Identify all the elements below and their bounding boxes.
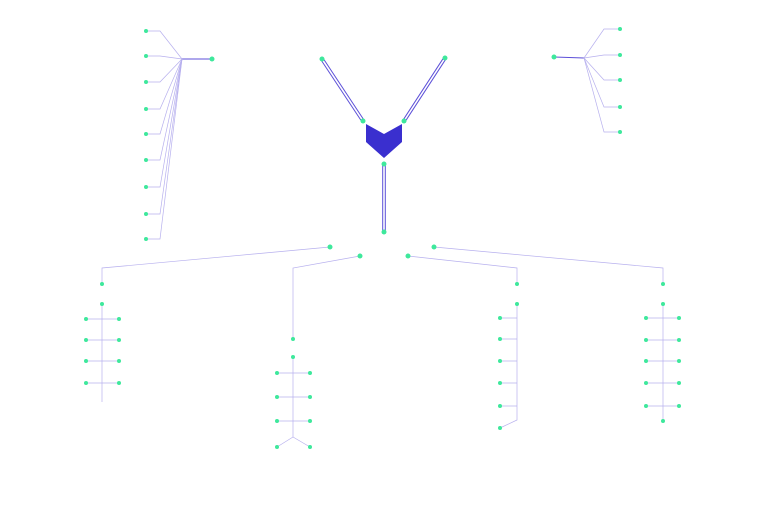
hub-left-port (360, 118, 366, 124)
fan-left-edge (146, 58, 183, 83)
fan-right-leaf-node (618, 105, 622, 109)
hub-bottom-port (381, 161, 387, 167)
ladder-far-right-rung-node (644, 359, 648, 363)
hub-link-left (320, 59, 363, 122)
hub-link-left (322, 58, 365, 121)
fan-left-leaf-node (144, 80, 148, 84)
diagram-edges (86, 28, 679, 448)
ladder-far-right-rung-node (644, 316, 648, 320)
fork-node-right-outer (431, 244, 437, 250)
fan-right-root-node (551, 54, 557, 60)
fan-right-leaf-node (618, 130, 622, 134)
column-right-leaf-node (498, 316, 502, 320)
column-right-leaf-node (498, 381, 502, 385)
fan-right-stem (553, 56, 585, 59)
fan-left-leaf-node (144, 107, 148, 111)
diagram-nodes (84, 27, 681, 449)
ladder-center-spine-node (291, 355, 295, 359)
ladder-center-rung-node (308, 419, 312, 423)
ladder-center-rung-node (275, 371, 279, 375)
ladder-left-rung-node (84, 338, 88, 342)
ladder-far-right-end-node (661, 419, 665, 423)
fan-right-leaf-node (618, 78, 622, 82)
ladder-left-rung-node (117, 317, 121, 321)
ladder-center-top-node (291, 337, 295, 341)
fan-left-leaf-node (144, 237, 148, 241)
fan-right-edge (583, 57, 620, 81)
lower-hub-node (381, 229, 387, 235)
fan-left-edge (146, 58, 183, 188)
fan-right-edge (583, 54, 620, 59)
fan-left-leaf-node (144, 185, 148, 189)
ladder-left-spine-node (100, 302, 104, 306)
ladder-far-right-rung-node (644, 338, 648, 342)
fan-right-leaf-node (618, 53, 622, 57)
hub-heart-icon (366, 124, 402, 158)
fork-node-right-inner (405, 253, 411, 259)
fork-node-left-outer (327, 244, 333, 250)
hub-link-right (402, 57, 445, 121)
ladder-left-rung-node (117, 338, 121, 342)
fan-left-leaf-node (144, 29, 148, 33)
ladder-left-rung-node (84, 359, 88, 363)
ladder-left-rung-node (84, 381, 88, 385)
ladder-center-fork (276, 436, 311, 448)
fan-left-leaf-node (144, 158, 148, 162)
ladder-left-rung-node (84, 317, 88, 321)
ladder-center-link (292, 255, 361, 339)
ladder-far-right-rung-node (677, 404, 681, 408)
ladder-far-right-rung-node (677, 338, 681, 342)
ladder-far-right-spine-node (661, 302, 665, 306)
fan-left-leaf-node (144, 132, 148, 136)
ladder-center-rung-node (275, 419, 279, 423)
ladder-center-rung-node (308, 395, 312, 399)
fan-left-edge (146, 30, 183, 60)
column-right-leaf-node (498, 337, 502, 341)
column-right-leaf-node (498, 404, 502, 408)
column-right-spine-node (515, 302, 519, 306)
hub-logo-icon (366, 124, 402, 158)
fan-left-edge (146, 55, 183, 60)
fan-left-edge (146, 58, 183, 110)
column-right-leaf-node (498, 359, 502, 363)
ladder-left-top-node (100, 282, 104, 286)
fork-node-left-inner (357, 253, 363, 259)
ladder-center-rung-node (308, 371, 312, 375)
ladder-far-right-top-node (661, 282, 665, 286)
fan-left-edge (146, 58, 183, 161)
fan-left-edge (146, 58, 183, 135)
hub-link-right (404, 58, 447, 122)
ladder-left-link (101, 246, 331, 284)
fan-left-leaf-node (144, 212, 148, 216)
column-right-spine (499, 304, 518, 429)
ladder-far-right-rung-node (677, 381, 681, 385)
fan-right-edge (583, 57, 620, 133)
fan-right-edge (583, 57, 620, 108)
ladder-center-end-node (275, 445, 279, 449)
column-right-link (407, 255, 518, 284)
hub-right-port (401, 118, 407, 124)
ladder-center-end-node (308, 445, 312, 449)
top-left-hub-node (319, 56, 325, 62)
fan-left-edge (146, 58, 183, 215)
ladder-far-right-link (433, 246, 664, 284)
fan-left-root-node (209, 56, 215, 62)
fan-right-leaf-node (618, 27, 622, 31)
ladder-left-rung-node (117, 359, 121, 363)
ladder-far-right-rung-node (677, 316, 681, 320)
ladder-far-right-rung-node (677, 359, 681, 363)
fan-left-edge (146, 58, 183, 240)
column-right-top-node (515, 282, 519, 286)
ladder-far-right-rung-node (644, 381, 648, 385)
ladder-center-rung-node (275, 395, 279, 399)
ladder-far-right-rung-node (644, 404, 648, 408)
fan-right-edge (583, 28, 620, 59)
column-right-end-node (498, 426, 502, 430)
fan-left-leaf-node (144, 54, 148, 58)
ladder-left-rung-node (117, 381, 121, 385)
top-right-hub-node (442, 55, 448, 61)
